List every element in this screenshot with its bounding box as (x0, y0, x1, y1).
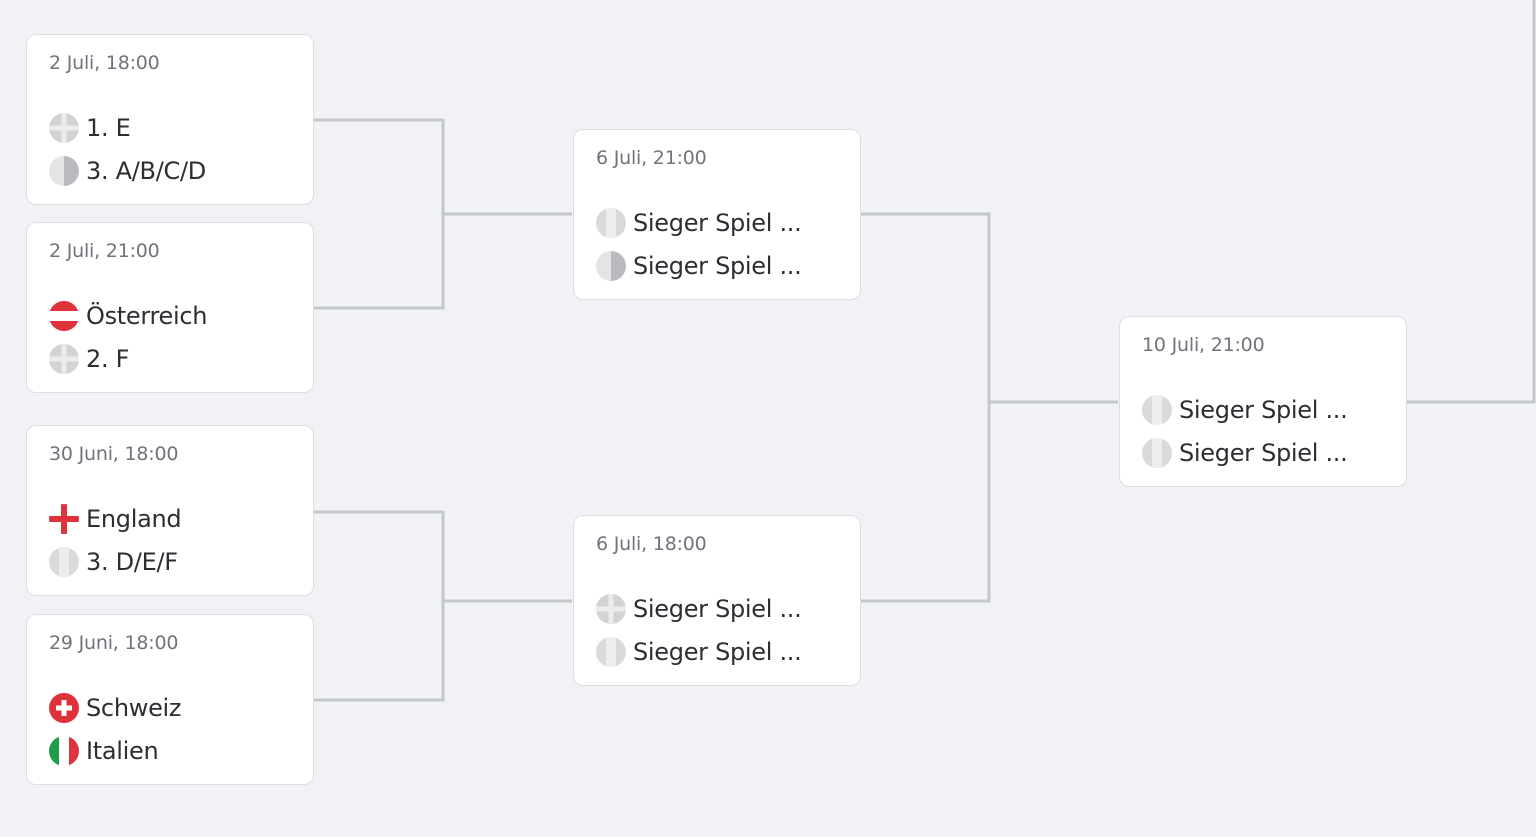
team-name: Österreich (86, 302, 208, 330)
half-circle-flag-icon (1142, 395, 1172, 425)
connector-r16-2-to-qf-1 (314, 214, 445, 310)
connector-r16-1-to-qf-1 (314, 118, 572, 216)
team-name: Schweiz (86, 694, 182, 722)
team-row: 3. D/E/F (49, 547, 178, 577)
team-name: Sieger Spiel ... (633, 209, 802, 237)
match-date: 10 Juli, 21:00 (1142, 334, 1265, 356)
half-circle-flag-icon (1142, 438, 1172, 468)
match-card[interactable]: 2 Juli, 18:00 1. E 3. A/B/C/D (26, 34, 314, 205)
match-card[interactable]: 10 Juli, 21:00 Sieger Spiel ... Sieger S… (1119, 316, 1407, 487)
team-row: 3. A/B/C/D (49, 156, 206, 186)
match-date: 2 Juli, 21:00 (49, 240, 160, 262)
team-row: Sieger Spiel ... (596, 594, 802, 624)
connector-r16-3-to-qf-2 (314, 510, 572, 603)
team-name: 1. E (86, 114, 131, 142)
team-row: 2. F (49, 344, 129, 374)
team-name: 2. F (86, 345, 130, 373)
connector-r16-4-to-qf-2 (314, 601, 445, 702)
team-name: Sieger Spiel ... (633, 638, 802, 666)
team-name: 3. A/B/C/D (86, 157, 206, 185)
match-card[interactable]: 2 Juli, 21:00 Österreich 2. F (26, 222, 314, 393)
match-date: 29 Juni, 18:00 (49, 632, 179, 654)
placeholder-flag-icon (596, 594, 626, 624)
team-row: 1. E (49, 113, 131, 143)
team-name: Sieger Spiel ... (633, 595, 802, 623)
team-name: Italien (86, 737, 159, 765)
half-circle-flag-icon (596, 637, 626, 667)
match-card[interactable]: 29 Juni, 18:00 Schweiz Italien (26, 614, 314, 785)
team-row: Sieger Spiel ... (596, 208, 802, 238)
placeholder-flag-icon (49, 113, 79, 143)
team-name: Sieger Spiel ... (633, 252, 802, 280)
team-name: England (86, 505, 182, 533)
half-circle-flag-icon (49, 156, 79, 186)
team-row: Sieger Spiel ... (1142, 438, 1348, 468)
connector-qf-2-to-sf-1 (861, 402, 991, 603)
match-date: 2 Juli, 18:00 (49, 52, 160, 74)
match-card[interactable]: 6 Juli, 21:00 Sieger Spiel ... Sieger Sp… (573, 129, 861, 300)
half-circle-flag-icon (596, 251, 626, 281)
match-date: 6 Juli, 18:00 (596, 533, 707, 555)
team-name: Sieger Spiel ... (1179, 396, 1348, 424)
match-card[interactable]: 6 Juli, 18:00 Sieger Spiel ... Sieger Sp… (573, 515, 861, 686)
switzerland-flag-icon (49, 693, 79, 723)
team-row: England (49, 504, 182, 534)
match-date: 6 Juli, 21:00 (596, 147, 707, 169)
half-circle-flag-icon (49, 547, 79, 577)
connector-qf-1-to-sf-1 (861, 212, 1118, 404)
team-name: 3. D/E/F (86, 548, 178, 576)
team-row: Italien (49, 736, 159, 766)
team-row: Sieger Spiel ... (1142, 395, 1348, 425)
team-row: Österreich (49, 301, 208, 331)
austria-flag-icon (49, 301, 79, 331)
half-circle-flag-icon (596, 208, 626, 238)
team-row: Schweiz (49, 693, 182, 723)
match-card[interactable]: 30 Juni, 18:00 England 3. D/E/F (26, 425, 314, 596)
team-name: Sieger Spiel ... (1179, 439, 1348, 467)
placeholder-flag-icon (49, 344, 79, 374)
team-row: Sieger Spiel ... (596, 251, 802, 281)
england-flag-icon (49, 504, 79, 534)
connector-sf-1-to-final (1407, 0, 1536, 404)
match-date: 30 Juni, 18:00 (49, 443, 179, 465)
team-row: Sieger Spiel ... (596, 637, 802, 667)
italy-flag-icon (49, 736, 79, 766)
